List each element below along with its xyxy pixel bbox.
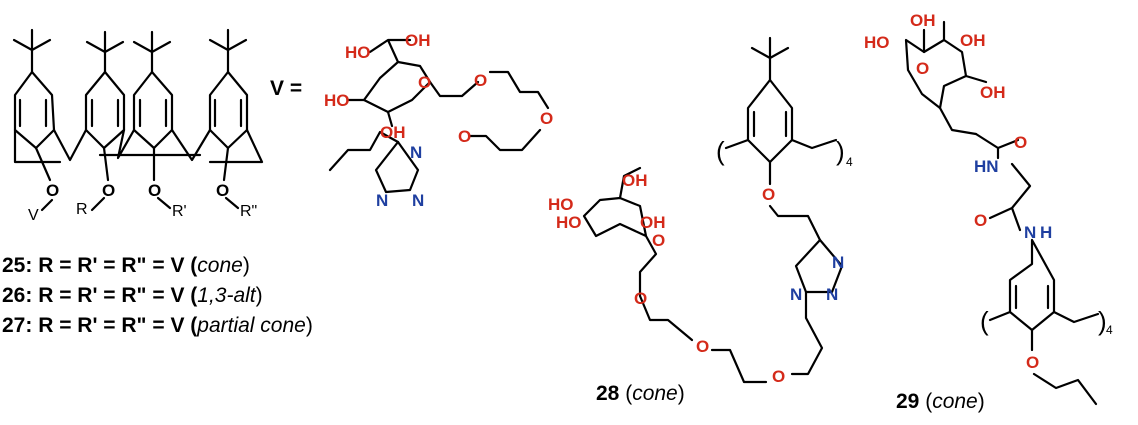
- v-ho-2: HO: [324, 91, 350, 110]
- caption-26: 26: R = R' = R" = V (1,3-alt): [2, 284, 263, 307]
- c28-o-chain2: O: [696, 337, 709, 356]
- v-ho-1: HO: [345, 43, 371, 62]
- calix-r-label: R: [76, 201, 88, 218]
- c29-oh-right: OH: [980, 83, 1006, 102]
- v-o-ring: O: [418, 73, 431, 92]
- compound-28-structure: [582, 36, 844, 384]
- c28-ho-2: HO: [556, 213, 582, 232]
- calix-rpp-label: R": [240, 203, 257, 220]
- calix-o2: O: [102, 181, 115, 200]
- c29-bracket-sub: 4: [1106, 323, 1113, 337]
- c28-ho-1: HO: [548, 195, 574, 214]
- c28-n2: N: [826, 285, 838, 304]
- c28-bracket-right: ): [836, 136, 845, 166]
- c29-o-amide2: O: [974, 211, 987, 230]
- calix-o4: O: [216, 181, 229, 200]
- c29-h: H: [1040, 223, 1052, 242]
- c28-bracket-left: (: [716, 136, 725, 166]
- calix-o3: O: [148, 181, 161, 200]
- calix-o1: O: [46, 181, 59, 200]
- c29-oh-top2: OH: [960, 31, 986, 50]
- c28-oh-2: OH: [640, 213, 666, 232]
- c29-n: N: [1024, 223, 1036, 242]
- v-oh-1: OH: [405, 31, 431, 50]
- c28-o-ring: O: [652, 231, 665, 250]
- c29-bracket-right: ): [1098, 306, 1107, 336]
- c28-o-chain3: O: [634, 289, 647, 308]
- c29-oh-top1: OH: [910, 11, 936, 30]
- calix-v-label: V: [28, 207, 39, 224]
- calixarene-backbone: [12, 28, 264, 212]
- c28-o-phenol: O: [762, 185, 775, 204]
- caption-25: 25: R = R' = R" = V (cone): [2, 254, 250, 277]
- c28-bracket-sub: 4: [846, 155, 853, 169]
- v-equals-label: V =: [270, 77, 302, 100]
- v-n2: N: [412, 191, 424, 210]
- c29-hn: HN: [974, 157, 999, 176]
- c29-o-ether: O: [1026, 353, 1039, 372]
- caption-29: 29 (cone): [896, 390, 985, 413]
- v-sugar-structure: [328, 38, 550, 172]
- c29-o-ring: O: [916, 59, 929, 78]
- caption-28: 28 (cone): [596, 382, 685, 405]
- c29-ho-left: HO: [864, 33, 890, 52]
- v-oh-2: OH: [380, 123, 406, 142]
- v-o-chain2: O: [458, 127, 471, 146]
- caption-27: 27: R = R' = R" = V (partial cone): [2, 314, 313, 337]
- compound-29-structure: [904, 20, 1100, 406]
- v-triazole-ring: [374, 140, 420, 194]
- v-n1: N: [410, 143, 422, 162]
- c29-o-amide1: O: [1014, 133, 1027, 152]
- c28-o-chain1: O: [772, 367, 785, 386]
- v-n3: N: [376, 191, 388, 210]
- v-o-link: O: [474, 71, 487, 90]
- c29-bracket-left: (: [980, 306, 989, 336]
- c28-oh-1: OH: [622, 171, 648, 190]
- v-o-chain: O: [540, 109, 553, 128]
- calix-rp-label: R': [172, 203, 187, 220]
- c28-n3: N: [790, 285, 802, 304]
- c28-n1: N: [832, 253, 844, 272]
